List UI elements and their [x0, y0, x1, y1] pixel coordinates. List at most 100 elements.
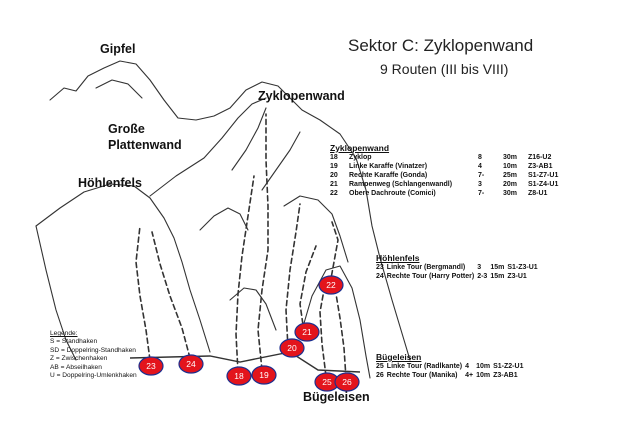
route-protection: Z3-U1	[507, 273, 527, 280]
route-name: Rechte Karaffe (Gonda)	[349, 172, 428, 179]
route-24-line	[151, 231, 191, 359]
route-length: 30m	[503, 154, 518, 161]
route-no: 20	[330, 172, 338, 179]
route-name: Zyklop	[349, 154, 372, 161]
route-marker-number: 18	[234, 371, 244, 381]
route-marker-number: 26	[342, 377, 352, 387]
middle-ridge-line	[199, 207, 249, 231]
section-title: Bügeleisen	[376, 352, 422, 362]
route-no: 26	[376, 372, 384, 379]
route-marker-number: 25	[322, 377, 332, 387]
route-grade: 7-	[478, 190, 485, 197]
zyklopenwand-face-line	[231, 107, 267, 171]
route-marker-number: 22	[326, 280, 336, 290]
route-length: 30m	[503, 190, 518, 197]
route-marker-number: 19	[259, 370, 269, 380]
route-protection: Z16-U2	[528, 154, 552, 161]
route-20-line	[285, 203, 301, 349]
route-19-line	[257, 113, 269, 371]
route-name: Linke Tour (Bergmandl)	[386, 264, 466, 271]
buegeleisen-outline	[301, 265, 371, 379]
legend-heading: Legende:	[50, 330, 78, 337]
route-length: 15m	[490, 273, 505, 280]
legend-item: S = Standhaken	[50, 338, 98, 346]
route-length: 25m	[503, 172, 518, 179]
route-name: Rechte Tour (Harry Potter)	[386, 273, 475, 280]
route-marker-badge	[178, 354, 204, 374]
route-grade: 8	[478, 154, 482, 161]
route-no: 23	[376, 264, 384, 271]
route-marker-badge	[334, 372, 360, 392]
area-label-hoehlenfels: Höhlenfels	[78, 176, 142, 190]
route-marker-23: 23	[138, 356, 164, 376]
route-25-line	[319, 289, 327, 377]
route-grade: 4+	[465, 372, 474, 379]
route-length: 10m	[503, 163, 518, 170]
route-marker-26: 26	[334, 372, 360, 392]
route-26-line	[335, 293, 347, 379]
route-no: 22	[330, 190, 338, 197]
route-grade: 4	[465, 363, 470, 370]
page-subtitle: 9 Routen (III bis VIII)	[380, 61, 509, 77]
route-18-line	[235, 175, 255, 373]
route-marker-24: 24	[178, 354, 204, 374]
mountain-ridge-outline	[49, 60, 411, 361]
area-label-zyklopenwand: Zyklopenwand	[258, 89, 345, 103]
right-rock-outline	[283, 195, 349, 263]
route-marker-badge	[294, 322, 320, 342]
section-title: Zyklopenwand	[330, 143, 390, 153]
route-22-line	[329, 221, 339, 285]
route-21-line	[299, 245, 317, 333]
route-marker-number: 20	[287, 343, 297, 353]
route-row: 22 Obere Dachroute (Comici) 7- 30m Z8-U1	[330, 189, 575, 198]
route-no: 19	[330, 163, 338, 170]
route-no: 25	[376, 363, 384, 370]
route-protection: S1-Z3-U1	[507, 264, 538, 271]
legend-item: AB = Abseilhaken	[50, 363, 102, 371]
route-name: Obere Dachroute (Comici)	[349, 190, 436, 197]
route-protection: S1-Z2-U1	[493, 363, 524, 370]
route-marker-number: 24	[186, 359, 196, 369]
legend: Legende: S = Standhaken SD = Doppelring-…	[50, 330, 137, 380]
route-name: Rechte Tour (Manika)	[386, 372, 458, 379]
route-marker-22: 22	[318, 275, 344, 295]
route-name: Linke Karaffe (Vinatzer)	[349, 163, 428, 170]
legend-item: U = Doppelring-Umlenkhaken	[50, 372, 137, 380]
route-marker-badge	[226, 366, 252, 386]
route-marker-badge	[318, 275, 344, 295]
route-marker-18: 18	[226, 366, 252, 386]
legend-item: SD = Doppelring-Standhaken	[50, 346, 136, 354]
hoehlenfels-left-slope	[35, 225, 77, 361]
route-protection: S1-Z4-U1	[528, 181, 559, 188]
route-marker-number: 21	[302, 327, 312, 337]
route-protection: Z8-U1	[528, 190, 548, 197]
route-no: 21	[330, 181, 338, 188]
hoehlenfels-outline	[35, 183, 211, 353]
zyklopenwand-face-line	[261, 131, 301, 191]
page-title: Sektor C: Zyklopenwand	[348, 36, 534, 55]
lower-face-line	[229, 287, 277, 331]
area-label-grosse: Große	[108, 122, 145, 136]
route-marker-number: 23	[146, 361, 156, 371]
route-marker-badge	[251, 365, 277, 385]
route-grade: 3	[478, 181, 482, 188]
route-marker-badge	[279, 338, 305, 358]
route-protection: Z3-AB1	[528, 163, 553, 170]
route-marker-19: 19	[251, 365, 277, 385]
summit-inner-line	[95, 79, 143, 99]
route-length: 20m	[503, 181, 518, 188]
route-length: 15m	[490, 264, 505, 271]
route-protection: Z3-AB1	[493, 372, 518, 379]
